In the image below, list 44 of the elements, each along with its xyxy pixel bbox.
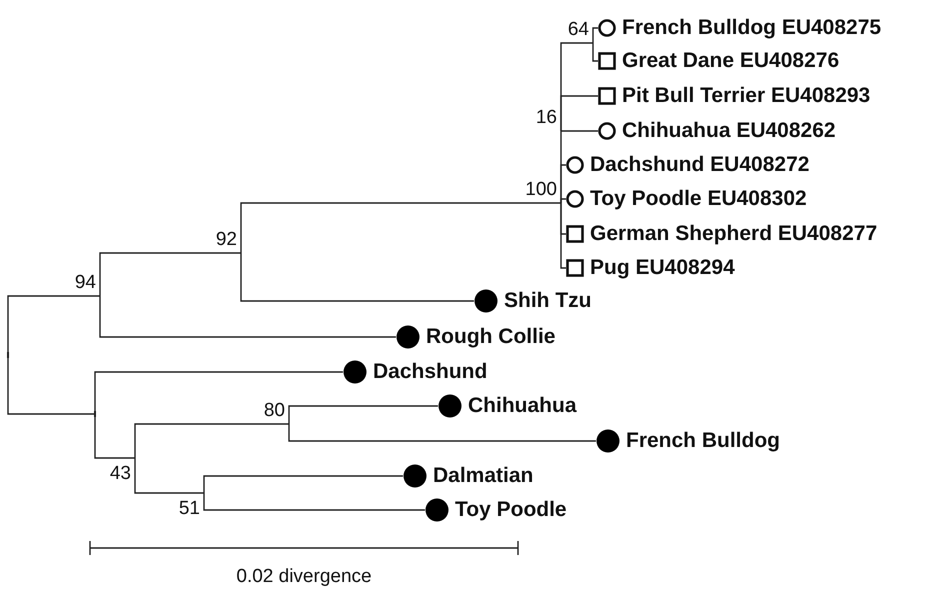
bootstrap-value: 51 (178, 499, 200, 519)
tree-branch (203, 493, 425, 511)
bootstrap-value: 100 (525, 180, 557, 200)
bootstrap-value: 94 (74, 273, 96, 293)
tree-branch (560, 203, 566, 269)
tree-branch (560, 130, 598, 132)
tree-branch (592, 27, 598, 43)
taxon-label: Chihuahua (468, 393, 576, 419)
tree-branch (94, 414, 135, 459)
tree-branch (134, 458, 204, 494)
bootstrap-value: 43 (110, 464, 131, 484)
tree-branch (560, 198, 566, 203)
taxon-label: French Bulldog EU408275 (622, 15, 882, 41)
taxon-label: Chihuahua EU408262 (622, 118, 836, 144)
tree-branch (7, 355, 95, 415)
tree-branch (592, 43, 598, 62)
bootstrap-value: 64 (568, 20, 589, 40)
tree-branch (94, 371, 343, 414)
tree-branch (203, 475, 403, 493)
bootstrap-value: 16 (536, 108, 557, 128)
tree-branch (99, 296, 396, 338)
taxon-label: Dalmatian (433, 463, 534, 489)
taxon-label: Shih Tzu (504, 288, 592, 314)
taxon-label: Rough Collie (426, 324, 556, 350)
tree-branch (240, 253, 474, 302)
taxon-label: Pug EU408294 (590, 255, 735, 281)
tree-branch (288, 424, 596, 442)
tree-branch (7, 295, 100, 355)
taxon-label: Toy Poodle EU408302 (590, 186, 807, 212)
bootstrap-value: 80 (264, 401, 285, 421)
tree-branch (99, 252, 241, 296)
scale-label: 0.02 divergence (236, 566, 372, 588)
taxon-label: German Shepherd EU408277 (590, 221, 878, 247)
taxon-label: Toy Poodle (455, 497, 567, 523)
bootstrap-value: 92 (216, 230, 237, 250)
tree-branch (560, 95, 598, 131)
tree-branch (240, 202, 561, 253)
taxon-label: Pit Bull Terrier EU408293 (622, 83, 870, 109)
taxon-label: Dachshund EU408272 (590, 152, 810, 178)
taxon-label: French Bulldog (626, 428, 780, 454)
tree-branch (134, 423, 289, 458)
tree-branch (288, 405, 438, 424)
taxon-label: Great Dane EU408276 (622, 48, 840, 74)
taxon-label: Dachshund (373, 359, 488, 385)
